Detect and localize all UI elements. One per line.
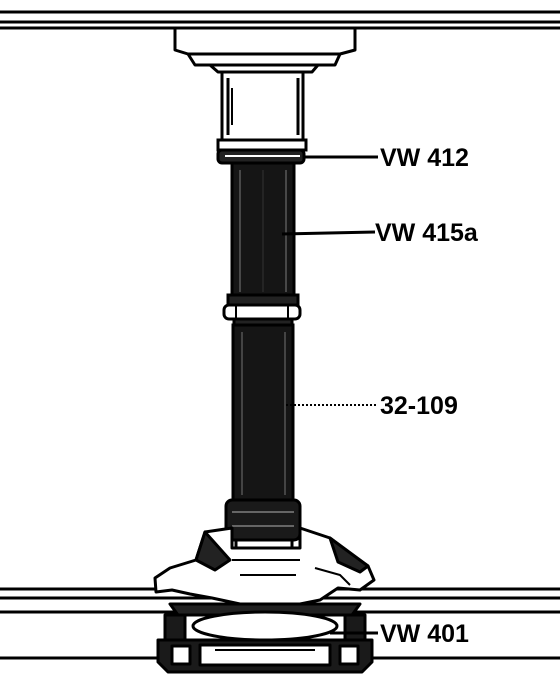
leader-lines [281,155,378,635]
leader-line-part-2 [281,230,376,236]
label-part-2: VW 415a [375,219,479,247]
top-flange [173,26,357,74]
threaded-spindle [230,161,296,300]
base-fixture [156,602,374,674]
label-part-4: VW 401 [380,620,469,648]
label-part-3: 32-109 [380,392,458,420]
bridge-crosspiece [153,526,376,606]
lower-collar [224,498,302,556]
middle-nut [222,293,302,327]
lower-tube [231,323,295,502]
top-rails [0,10,560,30]
collar-vw412 [216,138,308,165]
upper-cylinder [220,70,305,142]
label-part-1: VW 412 [380,144,469,172]
